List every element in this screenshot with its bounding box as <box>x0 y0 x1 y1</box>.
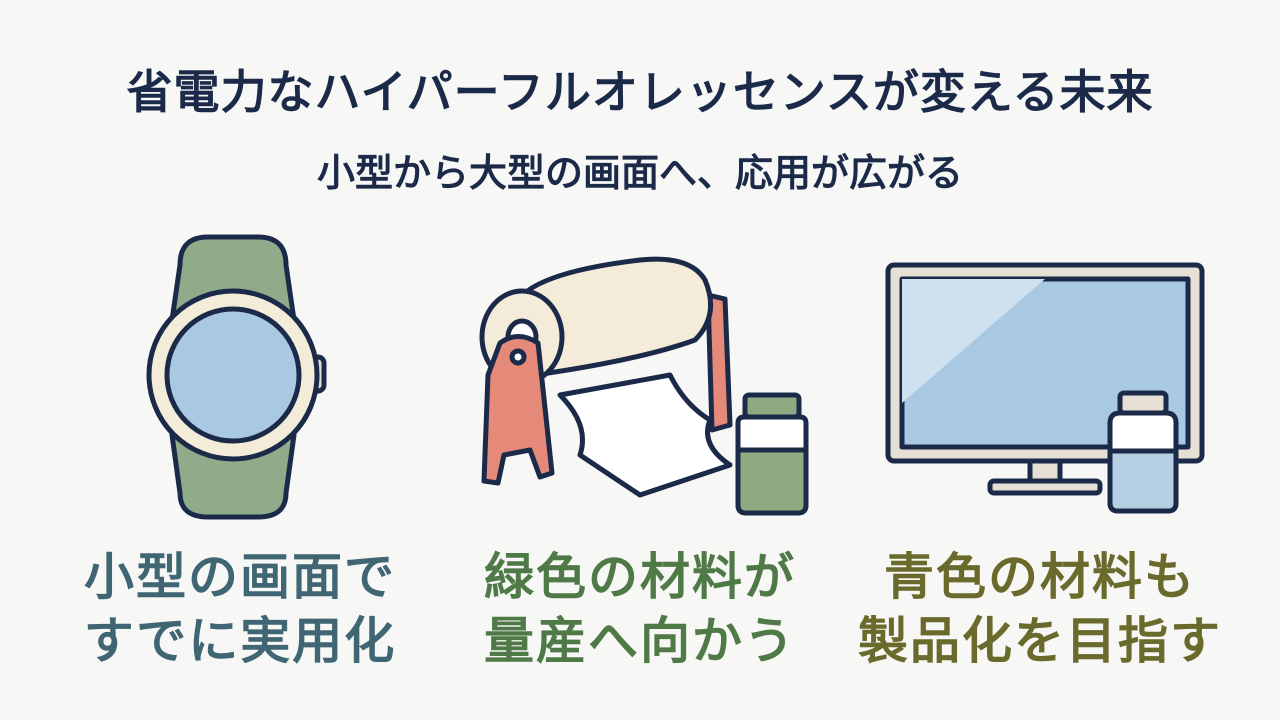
panel-green-material: 緑色の材料が 量産へ向かう <box>440 225 840 695</box>
large-monitor-icon <box>885 262 1205 514</box>
caption-line-1: 青色の材料も <box>884 548 1196 606</box>
page-subtitle: 小型から大型の画面へ、応用が広がる <box>316 151 963 195</box>
caption-line-1: 小型の画面で <box>84 548 396 606</box>
caption-blue-material: 青色の材料も 製品化を目指す <box>840 545 1240 673</box>
film-roll-icon <box>479 256 809 516</box>
caption-small-screen: 小型の画面で すでに実用化 <box>40 545 440 673</box>
caption-green-material: 緑色の材料が 量産へ向かう <box>440 545 840 673</box>
panel-blue-material: 青色の材料も 製品化を目指す <box>840 225 1240 695</box>
caption-line-1: 緑色の材料が <box>484 548 796 606</box>
caption-line-2: 量産へ向かう <box>484 612 796 670</box>
caption-line-2: 製品化を目指す <box>858 612 1222 670</box>
caption-line-2: すでに実用化 <box>83 612 397 670</box>
panel-small-screen: 小型の画面で すでに実用化 <box>40 225 440 695</box>
smartwatch-icon <box>146 234 327 520</box>
page-title: 省電力なハイパーフルオレッセンスが変える未来 <box>126 65 1154 119</box>
